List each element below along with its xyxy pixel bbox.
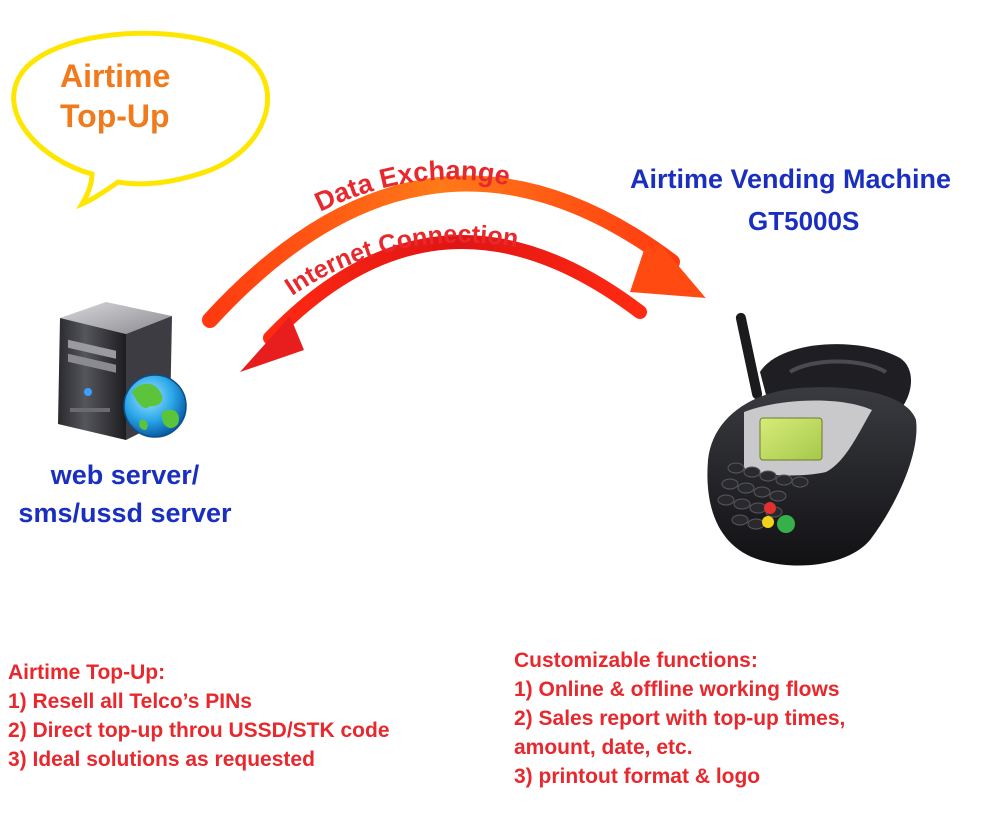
speech-bubble-line-1: Airtime: [60, 58, 171, 94]
server-label: web server/ sms/ussd server: [0, 456, 250, 532]
customizable-functions-heading: Customizable functions:: [514, 649, 758, 672]
arc-label-data-exchange: Data Exchange: [310, 155, 513, 217]
server-label-line-2: sms/ussd server: [18, 498, 232, 528]
arrowhead-left: [240, 316, 304, 372]
airtime-topup-list: Airtime Top-Up: 1) Resell all Telco’s PI…: [8, 658, 390, 774]
arrow-data-exchange: [202, 175, 706, 328]
machine-title: Airtime Vending Machine: [630, 164, 952, 194]
server-vent: [70, 408, 110, 412]
customizable-functions-list: Customizable functions: 1) Online & offl…: [514, 646, 845, 791]
globe-icon: [123, 374, 187, 438]
server-drive-bay: [68, 353, 116, 373]
machine-antenna: [735, 312, 763, 400]
list-item: 2) Sales report with top-up times,: [514, 707, 846, 730]
list-item: 1) Resell all Telco’s PINs: [8, 690, 252, 713]
machine-model: GT5000S: [748, 206, 860, 236]
arrowhead-right: [630, 244, 706, 298]
list-item: 3) Ideal solutions as requested: [8, 748, 315, 771]
machine-yellow-key: [762, 516, 774, 528]
machine-ok-key: [777, 515, 795, 533]
speech-bubble-line-2: Top-Up: [60, 98, 170, 134]
server-label-line-1: web server/: [50, 460, 200, 490]
speech-bubble-shape: [11, 30, 271, 210]
server-power-led: [84, 388, 92, 396]
machine-paper-slot: [788, 359, 888, 374]
speech-bubble-text: Airtime Top-Up: [60, 56, 210, 136]
server-drive-bay: [68, 339, 116, 359]
vending-machine-icon: [707, 312, 917, 566]
list-item: amount, date, etc.: [514, 736, 693, 759]
list-item: 1) Online & offline working flows: [514, 678, 840, 701]
server-tower-front: [58, 318, 126, 440]
list-item: 3) printout format & logo: [514, 765, 761, 788]
machine-red-key: [764, 502, 776, 514]
airtime-topup-heading: Airtime Top-Up:: [8, 661, 166, 684]
arrow-internet-connection: [240, 235, 647, 372]
list-item: 2) Direct top-up throu USSD/STK code: [8, 719, 390, 742]
server-tower-top: [60, 302, 172, 334]
machine-lcd-screen: [759, 417, 823, 461]
speech-bubble: [11, 30, 271, 210]
